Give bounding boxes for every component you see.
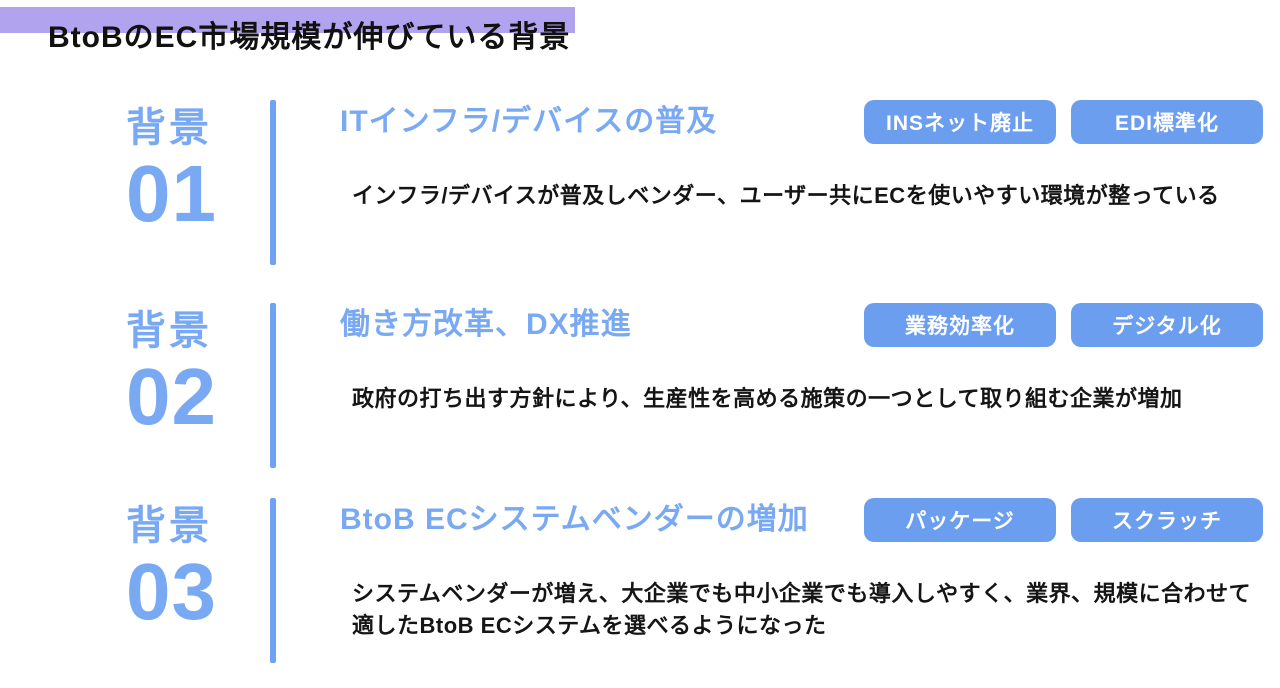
section-03-header-row: BtoB ECシステムベンダーの増加 パッケージ スクラッチ [340,498,1263,542]
section-background-01: 背景 01 ITインフラ/デバイスの普及 INSネット廃止 EDI標準化 インフ… [0,100,1280,265]
section-02-description: 政府の打ち出す方針により、生産性を高める施策の一つとして取り組む企業が増加 [352,386,1183,411]
page-title: BtoBのEC市場規模が伸びている背景 [48,21,571,54]
badge-edi-hyojunka: EDI標準化 [1071,100,1263,144]
section-02-number: 02 [126,352,217,441]
section-01-number: 01 [126,149,217,238]
section-01-label: 背景 [126,106,212,150]
section-03-label: 背景 [126,504,212,548]
section-01-divider [270,100,276,265]
section-03-description: システムベンダーが増え、大企業でも中小企業でも導入しやすく、業界、規模に合わせて… [352,581,1252,638]
section-03-badges: パッケージ スクラッチ [864,498,1263,542]
section-02-header-row: 働き方改革、DX推進 業務効率化 デジタル化 [340,303,1263,347]
section-background-03: 背景 03 BtoB ECシステムベンダーの増加 パッケージ スクラッチ システ… [0,498,1280,663]
badge-digital-ka: デジタル化 [1071,303,1263,347]
section-02-label-block: 背景 02 [126,311,256,437]
badge-package: パッケージ [864,498,1056,542]
section-01-heading: ITインフラ/デバイスの普及 [340,105,718,138]
section-02-label: 背景 [126,309,212,353]
badge-ins-net-haishi: INSネット廃止 [864,100,1056,144]
section-03-label-block: 背景 03 [126,506,256,632]
section-02-badges: 業務効率化 デジタル化 [864,303,1263,347]
section-03-content: BtoB ECシステムベンダーの増加 パッケージ スクラッチ システムベンダーが… [340,498,1263,638]
section-03-heading: BtoB ECシステムベンダーの増加 [340,503,809,536]
section-01-content: ITインフラ/デバイスの普及 INSネット廃止 EDI標準化 インフラ/デバイス… [340,100,1263,208]
section-background-02: 背景 02 働き方改革、DX推進 業務効率化 デジタル化 政府の打ち出す方針によ… [0,303,1280,468]
badge-gyomu-koritsuka: 業務効率化 [864,303,1056,347]
title-bar: BtoBのEC市場規模が伸びている背景 [0,0,1280,60]
section-01-description: インフラ/デバイスが普及しベンダー、ユーザー共にECを使いやすい環境が整っている [352,183,1220,208]
badge-scratch: スクラッチ [1071,498,1263,542]
section-03-divider [270,498,276,663]
section-01-badges: INSネット廃止 EDI標準化 [864,100,1263,144]
section-01-label-block: 背景 01 [126,108,256,234]
title-highlight-band [0,7,575,33]
section-02-divider [270,303,276,468]
section-03-number: 03 [126,547,217,636]
section-02-content: 働き方改革、DX推進 業務効率化 デジタル化 政府の打ち出す方針により、生産性を… [340,303,1263,411]
section-01-header-row: ITインフラ/デバイスの普及 INSネット廃止 EDI標準化 [340,100,1263,144]
section-02-heading: 働き方改革、DX推進 [340,308,632,341]
